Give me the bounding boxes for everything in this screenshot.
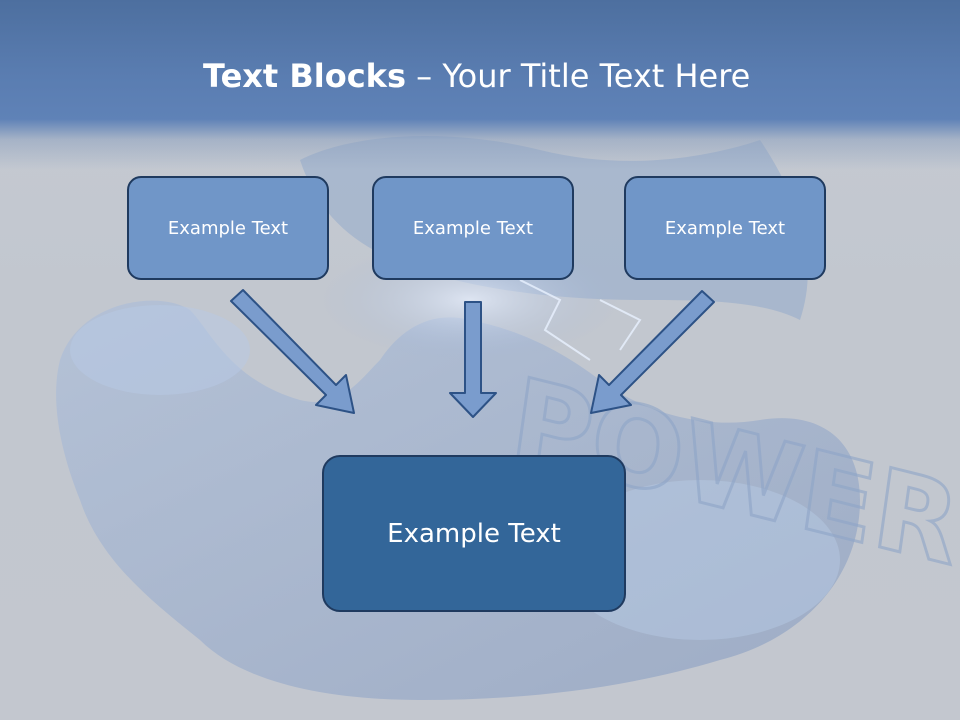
title-banner (0, 0, 960, 170)
title-bold-part: Text Blocks (203, 57, 406, 95)
text-block-1[interactable]: Example Text (127, 176, 329, 280)
text-block-2[interactable]: Example Text (372, 176, 574, 280)
text-block-3[interactable]: Example Text (624, 176, 826, 280)
main-text-block[interactable]: Example Text (322, 455, 626, 612)
text-block-1-label: Example Text (167, 217, 289, 239)
text-block-2-label: Example Text (412, 217, 534, 239)
slide-title: Text Blocks – Your Title Text Here (203, 52, 750, 100)
title-separator: – (406, 57, 443, 95)
title-regular-part: Your Title Text Here (442, 57, 751, 95)
arrow-right-diagonal (590, 290, 715, 414)
arrow-left-diagonal (230, 289, 355, 414)
main-text-block-label: Example Text (387, 518, 561, 549)
arrow-center-down (449, 301, 497, 418)
text-block-3-label: Example Text (664, 217, 786, 239)
